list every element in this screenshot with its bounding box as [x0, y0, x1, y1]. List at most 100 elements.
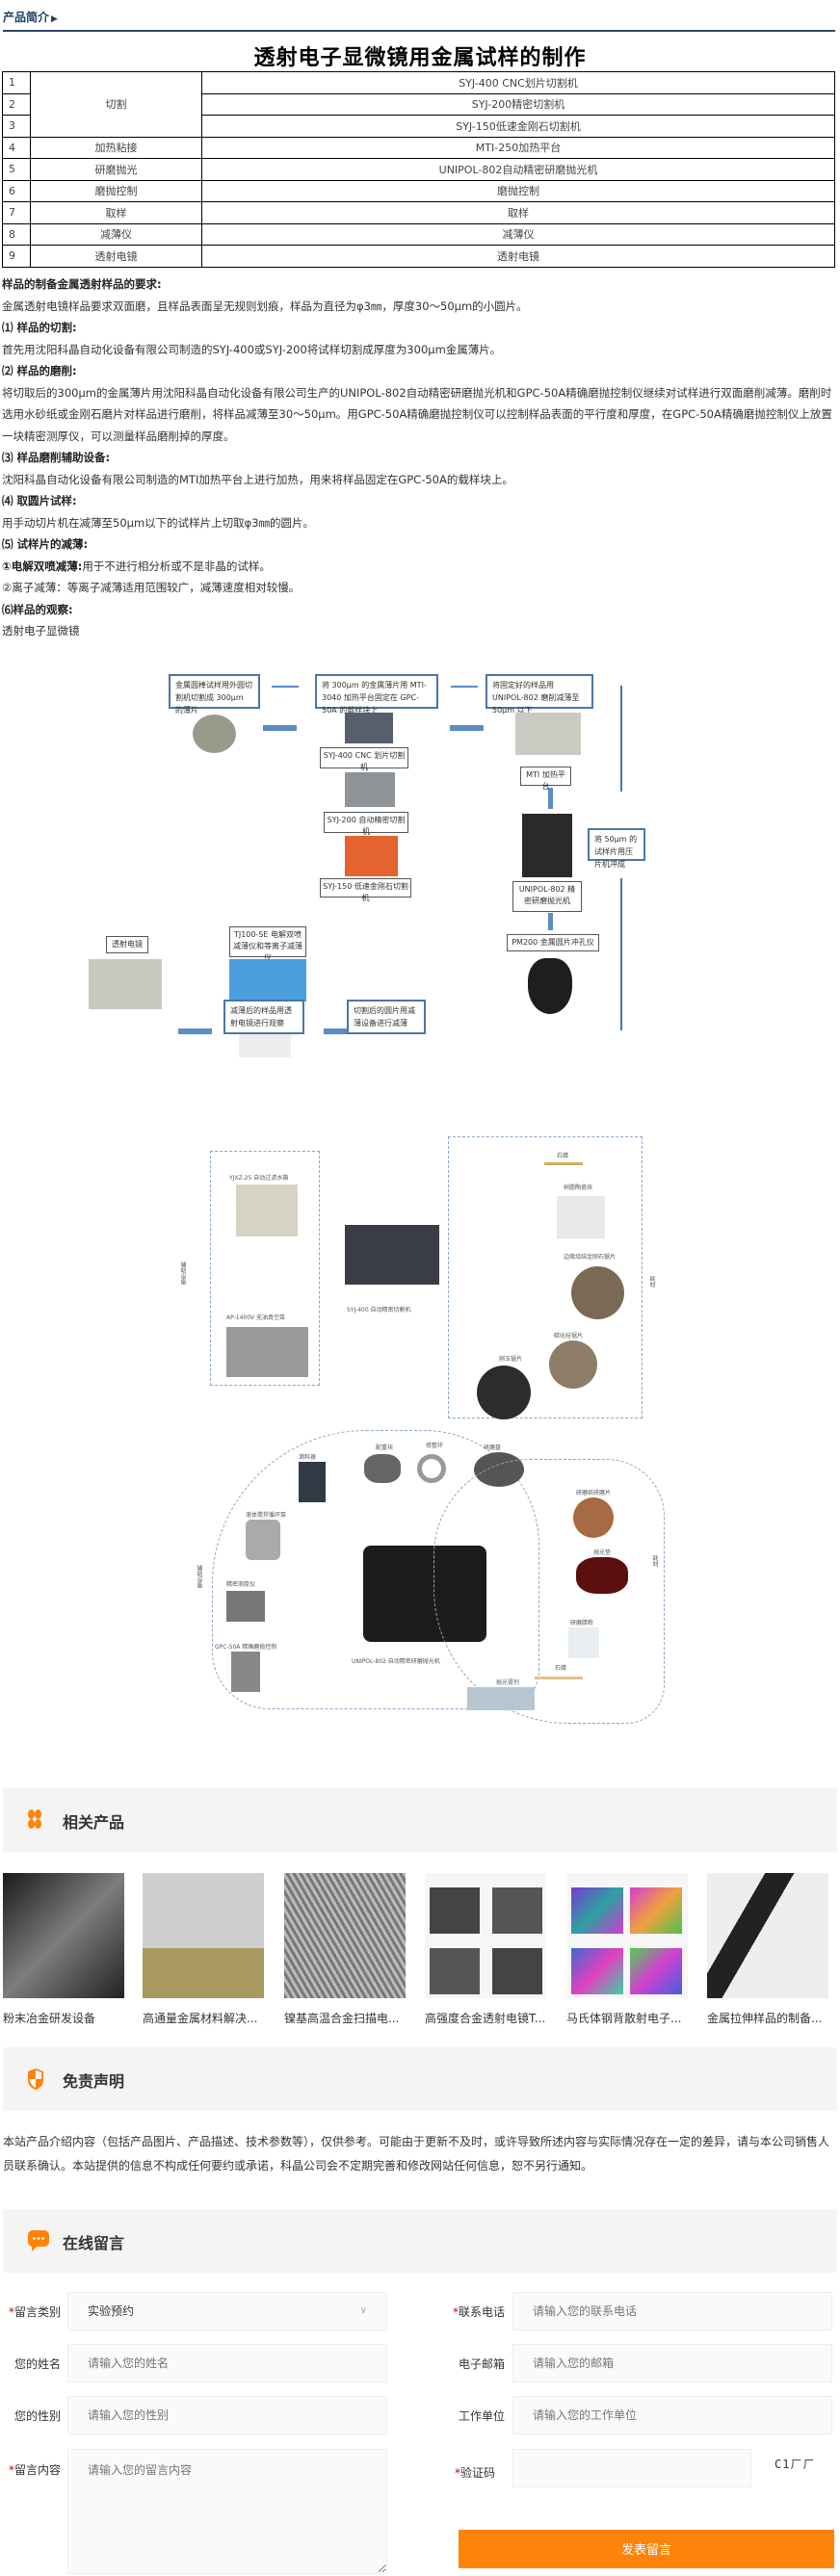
center-label: SYJ-400 自动精密切割机 [347, 1307, 411, 1314]
flow-step-3: 将固定好的样品用 UNIPOL-802 磨削减薄至 50μm 以下 [486, 674, 593, 715]
captcha-field[interactable] [533, 2450, 750, 2486]
arrow-left-icon [324, 1028, 358, 1034]
chevron-down-icon[interactable]: ∨ [359, 2305, 367, 2316]
aux-label: AP-1400V 无油真空泵 [226, 1314, 286, 1321]
wax-image [544, 1162, 583, 1165]
email-input[interactable] [512, 2344, 832, 2382]
row-equipment: 磨抛控制 [201, 179, 835, 202]
content-input[interactable] [67, 2449, 387, 2574]
page-title: 透射电子显微镜用金属试样的制作 [253, 46, 587, 70]
breadcrumb-divider [3, 30, 835, 32]
section-heading: ⑶ 样品磨削辅助设备: [2, 451, 111, 464]
section-heading: ⑴ 样品的切割: [2, 321, 77, 334]
group-label-consumables: 耗材 [648, 1276, 655, 1288]
product-name[interactable]: 高强度合金透射电镜T... [425, 2012, 546, 2025]
email-field[interactable] [533, 2345, 831, 2381]
product-card[interactable]: 高通量金属材料解决... [143, 1873, 266, 2026]
tj100-image [229, 959, 306, 1002]
category-select[interactable]: 实验预约 ∨ [67, 2292, 387, 2330]
category-value[interactable]: 实验预约 [88, 2304, 135, 2318]
phone-input[interactable] [512, 2292, 832, 2330]
product-image[interactable] [707, 1873, 828, 1998]
caption-unipol: UNIPOL-802 精密研磨抛光机 [512, 881, 582, 912]
row-equipment: 透射电镜 [201, 245, 835, 268]
polish-paste-image [467, 1687, 535, 1710]
phone-field[interactable] [533, 2293, 831, 2329]
caption-tj100: TJ100-SE 电解双喷减薄仪和等离子减薄仪 [229, 926, 306, 962]
product-image[interactable] [566, 1873, 688, 1998]
submit-button[interactable]: 发表留言 [459, 2530, 834, 2568]
consumable-label: 石蜡 [557, 1153, 569, 1159]
disclaimer-text: 本站产品介绍内容（包括产品图片、产品描述、技术参数等），仅供参考。可能由于更新不… [3, 2135, 830, 2173]
content-field[interactable] [88, 2461, 386, 2573]
syj400-image [345, 713, 393, 743]
tem-image [89, 959, 162, 1009]
flow-connector [620, 878, 622, 1030]
product-card[interactable]: 粉末冶金研发设备 [3, 1873, 126, 2026]
caption-syj150: SYJ-150 低速金刚石切割机 [320, 878, 411, 902]
caption-syj200: SYJ-200 自动精密切割机 [324, 812, 408, 836]
triangle-right-icon: ▶ [51, 14, 58, 24]
gender-field[interactable] [88, 2397, 386, 2433]
product-image[interactable] [143, 1873, 264, 1998]
related-products-header: 相关产品 [3, 1788, 837, 1852]
product-card[interactable]: 马氏体钢背散射电子... [566, 1873, 690, 2026]
breadcrumb-label[interactable]: 产品简介 [3, 11, 50, 24]
section-heading: ⑷ 取圆片试样: [2, 494, 77, 507]
consumable-label: 碳化硅锯片 [554, 1333, 584, 1340]
chat-bubble-icon [28, 2230, 49, 2254]
table-row: 6 磨抛控制 磨抛控制 [2, 179, 835, 202]
row-category: 减薄仪 [30, 222, 202, 246]
paragraph: 透射电子显微镜 [2, 624, 80, 637]
paragraph: 用于不进行相分析或不是非晶的试样。 [82, 559, 271, 573]
company-input[interactable] [512, 2396, 832, 2434]
row-number: 8 [2, 222, 31, 246]
company-label: 工作单位 [458, 2409, 505, 2423]
product-image[interactable] [425, 1873, 546, 1998]
sub-heading: ①电解双喷减薄: [2, 559, 83, 573]
paragraph: 用手动切片机在减薄至50μm以下的试样片上切取φ3㎜的圆片。 [2, 515, 315, 530]
arrow-down-icon [548, 788, 553, 809]
gender-label: 您的性别 [13, 2409, 61, 2423]
row-number: 7 [2, 201, 31, 224]
table-row: 3 SYJ-150低速金刚石切割机 [2, 115, 835, 138]
section-heading: 样品的制备金属透射样品的要求: [2, 277, 162, 291]
weight-block-image [364, 1454, 401, 1483]
product-name[interactable]: 粉末冶金研发设备 [3, 2012, 96, 2025]
name-input[interactable] [67, 2344, 387, 2382]
article-body: 样品的制备金属透射样品的要求: 金属透射电镜样品要求双面磨，且样品表面呈无规则划… [2, 273, 838, 642]
section-heading: ⑹样品的观察: [2, 602, 73, 616]
arrow-right-icon [451, 686, 478, 688]
conditioning-ring-image [417, 1454, 446, 1483]
name-field[interactable] [88, 2345, 386, 2381]
product-card[interactable]: 镍基高温合金扫描电... [284, 1873, 407, 2026]
group-label-aux: 辅助设备 [179, 1262, 186, 1285]
consumable-label: 研磨腊粉 [570, 1620, 594, 1626]
row-number: 6 [2, 179, 31, 202]
arrow-left-icon [178, 1028, 212, 1034]
diamond-blade-image [571, 1266, 624, 1319]
flow-step-4: 将 50μm 的试样片用压片机冲成 [588, 828, 645, 869]
row-category: 加热粘接 [30, 136, 202, 159]
product-card[interactable]: 金属拉伸样品的制备... [707, 1873, 830, 2026]
row-equipment: MTI-250加热平台 [201, 136, 835, 159]
row-number: 4 [2, 136, 31, 159]
consumable-label: 树脂陶瓷块 [564, 1184, 593, 1191]
product-image[interactable] [284, 1873, 406, 1998]
syj200-image [345, 772, 395, 807]
pm200-image [528, 958, 572, 1014]
breadcrumb[interactable]: 产品简介▶ [3, 9, 58, 25]
product-name[interactable]: 马氏体钢背散射电子... [566, 2012, 682, 2025]
captcha-input[interactable] [512, 2449, 751, 2487]
captcha-image[interactable]: C1ㄏㄏ [774, 2458, 816, 2471]
product-name[interactable]: 高通量金属材料解决... [143, 2012, 258, 2025]
company-field[interactable] [533, 2397, 831, 2433]
product-card[interactable]: 高强度合金透射电镜T... [425, 1873, 548, 2026]
product-name[interactable]: 金属拉伸样品的制备... [707, 2012, 823, 2025]
product-name[interactable]: 镍基高温合金扫描电... [284, 2012, 400, 2025]
gender-input[interactable] [67, 2396, 387, 2434]
caption-syj400: SYJ-400 CNC 划片切割机 [320, 747, 408, 771]
cutting-diagram: 辅助设备 YJXZ-25 自动过滤水箱 AP-1400V 无油真空泵 SYJ-4… [173, 1136, 655, 1425]
section-title: 免责声明 [63, 2072, 125, 2091]
product-image[interactable] [3, 1873, 124, 1998]
